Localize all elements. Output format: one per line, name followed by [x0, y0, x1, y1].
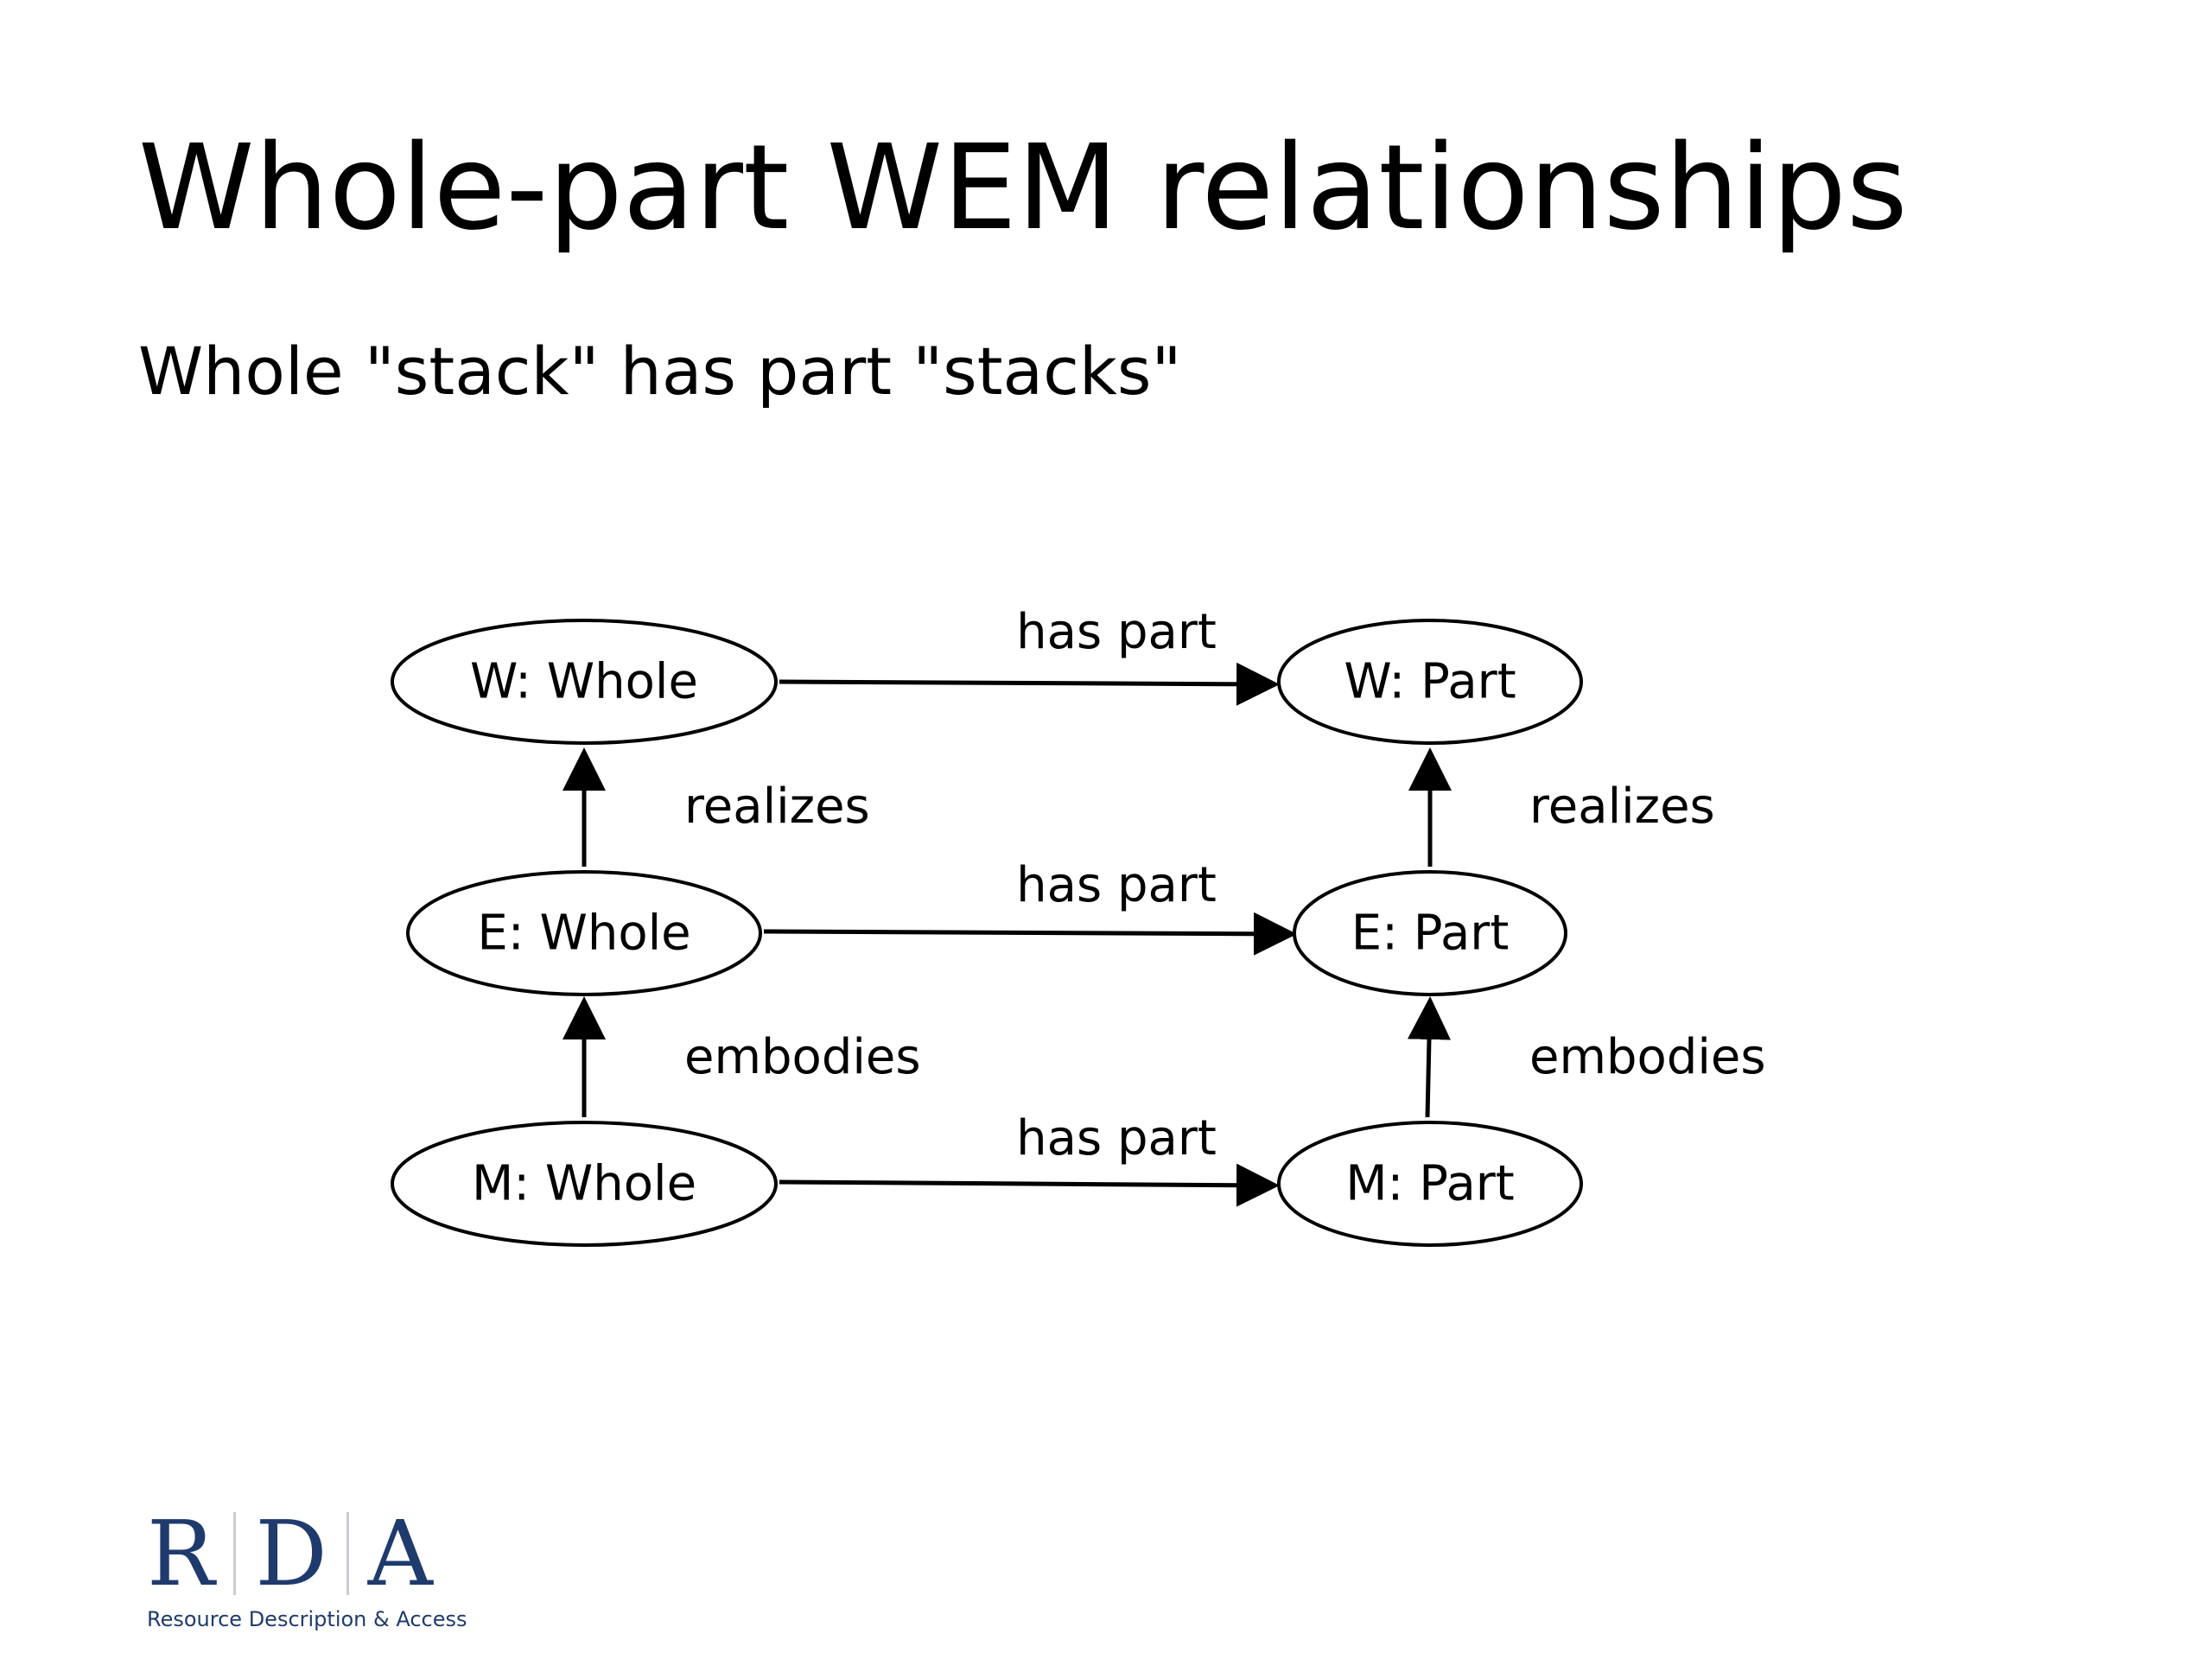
slide-title: Whole-part WEM relationships: [138, 120, 1908, 257]
node-m-part: M: Part: [1277, 1121, 1583, 1247]
node-m-part-label: M: Part: [1345, 1156, 1515, 1212]
e-has-part-label: has part: [1016, 857, 1217, 913]
node-e-part: E: Part: [1293, 870, 1567, 996]
node-m-whole: M: Whole: [391, 1121, 778, 1247]
rda-logo: R D A Resource Description & Access: [147, 1509, 493, 1642]
logo-letter-d: D: [255, 1501, 327, 1606]
node-e-whole-label: E: Whole: [477, 906, 690, 962]
left-embodies-label: embodies: [684, 1029, 921, 1085]
w-has-part-label: has part: [1016, 604, 1217, 660]
node-w-part: W: Part: [1277, 619, 1583, 745]
node-w-whole: W: Whole: [391, 619, 778, 745]
right-embodies-label: embodies: [1529, 1029, 1766, 1085]
logo-letter-a: A: [367, 1501, 433, 1606]
node-e-whole: E: Whole: [406, 870, 762, 996]
node-m-whole-label: M: Whole: [472, 1156, 696, 1212]
node-w-part-label: W: Part: [1344, 654, 1516, 710]
w-has-part-arrow: [779, 662, 1280, 706]
logo-tagline: Resource Description & Access: [147, 1607, 467, 1631]
e-has-part-arrow: [763, 912, 1297, 956]
left-realizes-label: realizes: [684, 779, 870, 835]
m-has-part-arrow: [779, 1163, 1280, 1207]
m-has-part-label: has part: [1016, 1110, 1217, 1166]
node-e-part-label: E: Part: [1351, 906, 1510, 962]
right-realizes-label: realizes: [1529, 779, 1715, 835]
slide-subtitle: Whole "stack" has part "stacks": [138, 333, 1182, 410]
logo-letter-r: R: [147, 1501, 215, 1606]
logo-divider: [346, 1512, 349, 1595]
node-w-whole-label: W: Whole: [470, 654, 698, 710]
right-embodies-arrow: [1408, 996, 1451, 1118]
logo-divider: [233, 1512, 237, 1595]
rda-logo-letters: R D A: [147, 1509, 493, 1599]
